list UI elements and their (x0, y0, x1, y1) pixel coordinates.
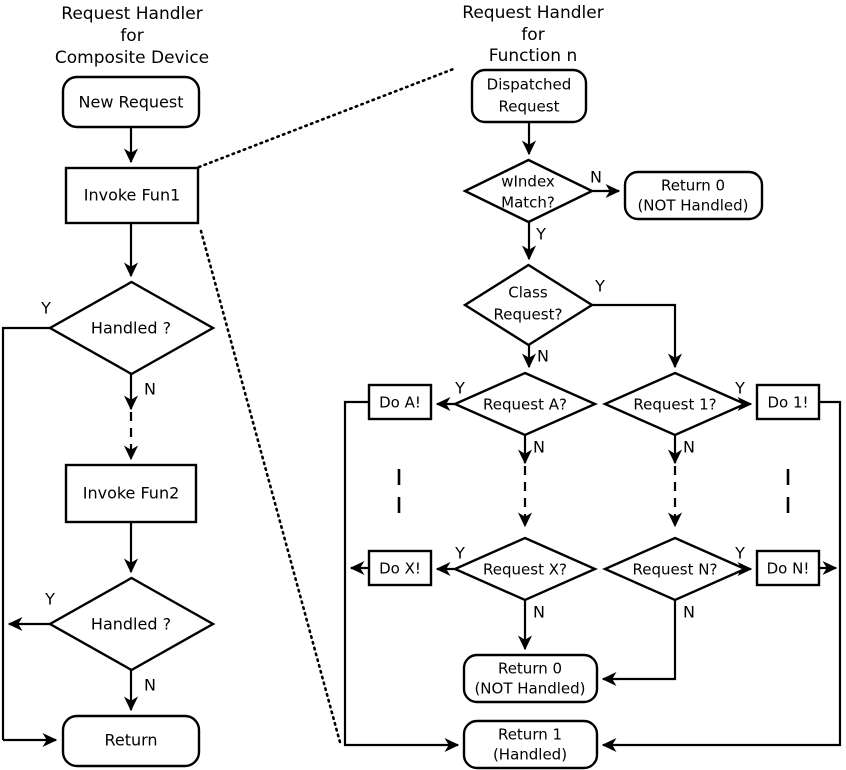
return-0-top-shape[interactable] (623, 170, 764, 221)
left-title-line-3: Composite Device (55, 48, 209, 68)
do-a-label: Do A! (379, 394, 421, 412)
node-invoke-fun1[interactable]: Invoke Fun1 (64, 166, 200, 225)
return-0-bottom-label-1: Return 0 (498, 660, 562, 678)
return-0-bottom-label-2: (NOT Handled) (474, 680, 585, 698)
windex-match-shape[interactable] (462, 158, 595, 224)
dispatched-request-label-2: Request (499, 98, 560, 116)
branch-label-handled1-yes: Y (40, 299, 51, 318)
handled-1-label: Handled ? (91, 319, 171, 338)
dispatched-request-label-1: Dispatched (487, 76, 572, 94)
node-new-request[interactable]: New Request (61, 75, 201, 129)
request-x-label: Request X? (483, 561, 567, 579)
return-shape[interactable] (61, 714, 201, 768)
branch-label-class-yes: Y (594, 277, 605, 296)
right-panel-title: Request Handler for Function n (462, 3, 603, 66)
return-0-bottom-shape[interactable] (462, 653, 599, 704)
node-windex-match[interactable]: wIndex Match? (462, 158, 595, 224)
node-do-x[interactable]: Do X! (367, 549, 433, 587)
invoke-fun1-label: Invoke Fun1 (84, 186, 181, 205)
node-request-1[interactable]: Request 1? (602, 371, 748, 437)
branch-label-request-a-yes: Y (454, 379, 465, 398)
windex-match-label-1: wIndex (501, 173, 555, 191)
do-n-label: Do N! (767, 560, 810, 578)
left-title-line-2: for (120, 26, 143, 46)
new-request-label: New Request (79, 93, 184, 112)
windex-match-label-2: Match? (501, 194, 555, 212)
right-title-line-1: Request Handler (462, 3, 603, 23)
node-class-request[interactable]: Class Request? (462, 263, 595, 347)
branch-label-class-no: N (537, 347, 549, 366)
node-do-n[interactable]: Do N! (755, 549, 821, 587)
edge-right-handled-rail (601, 400, 842, 753)
request-a-label: Request A? (483, 396, 567, 414)
branch-label-handled2-no: N (144, 676, 156, 695)
node-return-0-top[interactable]: Return 0 (NOT Handled) (623, 170, 764, 221)
do-1-label: Do 1! (767, 394, 808, 412)
branch-label-request-x-yes: Y (454, 544, 465, 563)
node-do-1[interactable]: Do 1! (755, 383, 821, 421)
node-return-0-bottom[interactable]: Return 0 (NOT Handled) (462, 653, 599, 704)
node-invoke-fun2[interactable]: Invoke Fun2 (64, 463, 198, 524)
class-request-label-1: Class (508, 284, 548, 302)
branch-label-request-a-no: N (533, 438, 545, 457)
node-do-a[interactable]: Do A! (367, 383, 433, 421)
right-title-line-3: Function n (489, 46, 578, 66)
return-1-label-2: (Handled) (493, 746, 567, 764)
edge-class-yes-to-request1 (592, 303, 683, 369)
branch-label-windex-yes: Y (535, 225, 546, 244)
node-dispatched-request[interactable]: Dispatched Request (470, 68, 588, 124)
node-handled-1[interactable]: Handled ? (47, 280, 216, 376)
return-1-label-1: Return 1 (498, 726, 562, 744)
do-x-label: Do X! (379, 560, 421, 578)
branch-label-windex-no: N (590, 168, 602, 187)
branch-label-handled1-no: N (144, 380, 156, 399)
dotted-connector-top (197, 66, 458, 169)
class-request-label-2: Request? (494, 306, 563, 324)
edge-handled1-yes-rail (1, 326, 50, 740)
node-request-n[interactable]: Request N? (602, 536, 748, 602)
edge-request-n-no-to-return0 (601, 600, 677, 687)
right-title-line-2: for (521, 25, 544, 45)
node-handled-2[interactable]: Handled ? (47, 576, 216, 672)
node-return-1[interactable]: Return 1 (Handled) (462, 719, 599, 770)
handled-2-label: Handled ? (91, 615, 171, 634)
return-0-top-label-1: Return 0 (661, 177, 725, 195)
invoke-fun1-shape[interactable] (64, 166, 200, 225)
return-0-top-label-2: (NOT Handled) (637, 197, 748, 215)
node-request-a[interactable]: Request A? (452, 371, 598, 437)
branch-label-request-n-yes: Y (734, 544, 745, 563)
branch-label-request-x-no: N (533, 603, 545, 622)
request-n-label: Request N? (633, 561, 718, 579)
dotted-connector-bottom (199, 229, 343, 748)
invoke-fun2-label: Invoke Fun2 (83, 484, 180, 503)
left-panel-title: Request Handler for Composite Device (55, 4, 209, 68)
node-return[interactable]: Return (61, 714, 201, 768)
request-1-label: Request 1? (633, 396, 716, 414)
return-label: Return (104, 731, 157, 750)
branch-label-request-1-yes: Y (734, 379, 745, 398)
branch-label-request-1-no: N (683, 438, 695, 457)
left-title-line-1: Request Handler (61, 4, 202, 24)
node-request-x[interactable]: Request X? (452, 536, 598, 602)
return-1-shape[interactable] (462, 719, 599, 770)
do-n-shape[interactable] (755, 549, 821, 587)
edge-left-handled-rail (343, 400, 460, 753)
branch-label-handled2-yes: Y (44, 590, 55, 609)
branch-label-request-n-no: N (683, 603, 695, 622)
